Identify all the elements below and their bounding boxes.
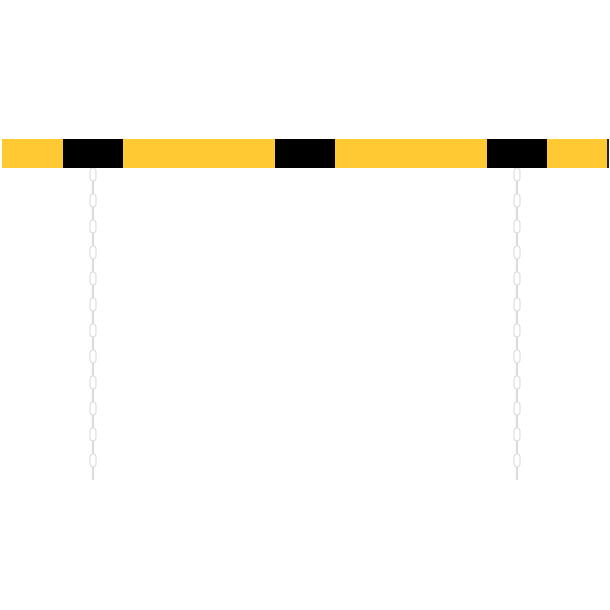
chain-link	[515, 362, 519, 377]
chain-link	[91, 180, 95, 195]
chain-link	[89, 349, 97, 364]
chain-link	[89, 427, 97, 442]
chain	[89, 167, 97, 481]
chain-link	[515, 388, 519, 403]
chain-link	[89, 245, 97, 260]
chain-link	[89, 401, 97, 416]
chain-link	[89, 167, 97, 182]
chain-link	[91, 232, 95, 247]
chain-link	[515, 258, 519, 273]
chain-link	[513, 401, 521, 416]
bar-end-cap	[607, 139, 609, 168]
chain-link	[89, 323, 97, 338]
chain-link	[91, 206, 95, 221]
chain-link	[515, 336, 519, 351]
chain-link	[515, 466, 519, 481]
chain	[513, 167, 521, 481]
chain-link	[513, 167, 521, 182]
chain-link	[515, 310, 519, 325]
chain-link	[91, 414, 95, 429]
chain-link	[513, 271, 521, 286]
chain-link	[515, 414, 519, 429]
chain-link	[91, 336, 95, 351]
chain-link	[513, 245, 521, 260]
stripe-black	[63, 139, 123, 168]
chain-link	[89, 219, 97, 234]
chain-link	[91, 284, 95, 299]
stripe-yellow	[123, 139, 275, 168]
chain-link	[91, 388, 95, 403]
chain-link	[91, 440, 95, 455]
chain-link	[89, 297, 97, 312]
stripe-yellow	[547, 139, 607, 168]
chain-link	[91, 258, 95, 273]
chain-link	[89, 453, 97, 468]
chain-link	[513, 193, 521, 208]
chain-link	[513, 297, 521, 312]
stripe-black	[275, 139, 335, 168]
chain-link	[515, 180, 519, 195]
chain-link	[91, 310, 95, 325]
chain-link	[91, 466, 95, 481]
chain-link	[513, 349, 521, 364]
chain-link	[89, 193, 97, 208]
chain-link	[89, 271, 97, 286]
chain-link	[513, 375, 521, 390]
chain-link	[515, 206, 519, 221]
stripe-yellow	[335, 139, 487, 168]
chain-link	[91, 362, 95, 377]
chain-link	[515, 440, 519, 455]
striped-bar	[2, 139, 609, 168]
chain-link	[515, 284, 519, 299]
chain-link	[515, 232, 519, 247]
stripe-yellow	[2, 139, 63, 168]
chain-link	[513, 323, 521, 338]
chain-link	[513, 219, 521, 234]
chain-link	[513, 427, 521, 442]
chain-link	[89, 375, 97, 390]
stripe-black	[487, 139, 547, 168]
chain-link	[513, 453, 521, 468]
chains	[89, 167, 521, 481]
